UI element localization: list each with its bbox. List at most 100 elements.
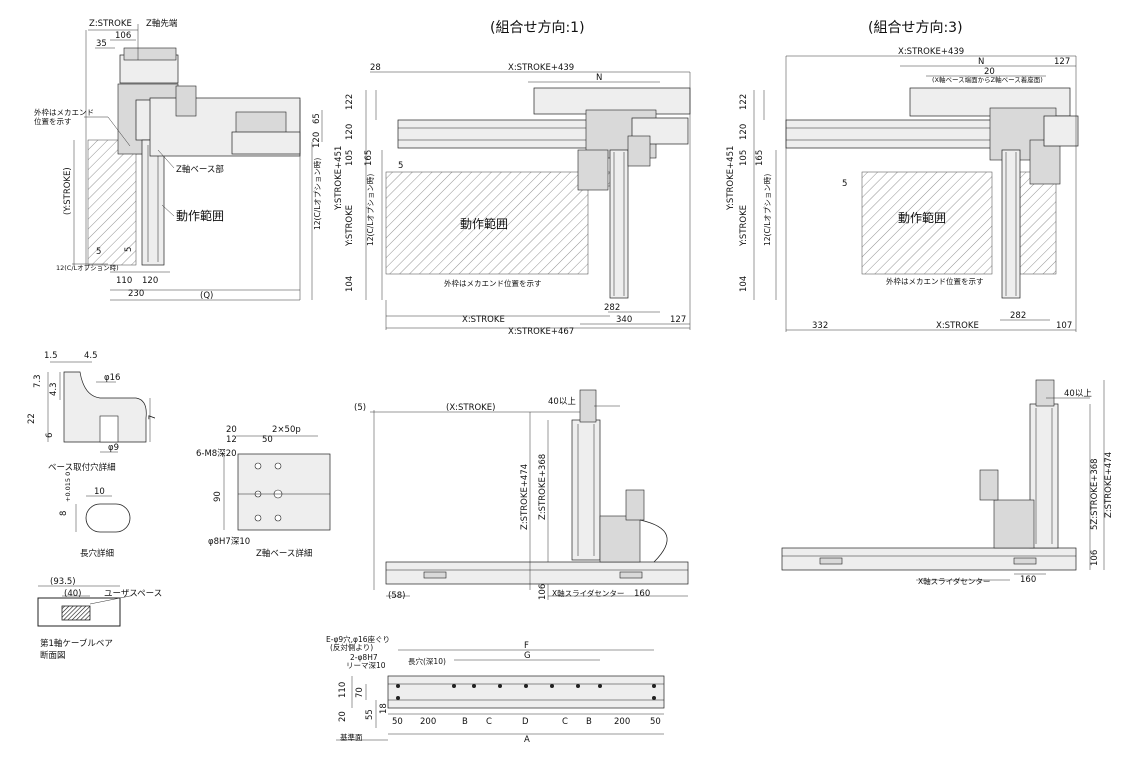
top3-c-option: 12(C/Lオプション時): [763, 174, 772, 246]
hole-d73: 7.3: [33, 374, 43, 388]
bottom-pins-2: リーマ深10: [346, 661, 386, 670]
top3-motion-range: 動作範囲: [898, 210, 946, 225]
header-combo3: (組合せ方向:3): [868, 20, 963, 36]
top1-d28: 28: [370, 63, 381, 73]
base-hole-detail: [47, 361, 151, 453]
front-view-1: [370, 389, 689, 600]
zbase-d50: 50: [262, 435, 273, 445]
front1-d5: (5): [354, 403, 366, 413]
top1-d122: 122: [345, 94, 355, 110]
cable-d40: (40): [64, 589, 81, 599]
hole-d6: 6: [45, 433, 55, 438]
slot-d10: 10: [94, 487, 105, 497]
top1-y451: Y:STROKE+451: [334, 146, 344, 211]
slot-tol: +0.015 0: [64, 472, 72, 502]
top1-d165: 165: [364, 150, 374, 166]
cable-d935: (93.5): [50, 577, 76, 587]
front3-slider-center: X軸スライダセンター: [918, 576, 990, 586]
front1-slider-center: X軸スライダセンター: [552, 588, 624, 598]
front1-d58: (58): [388, 591, 405, 601]
bottom-row-6: B: [586, 717, 592, 727]
top1-n: N: [596, 73, 602, 83]
top3-x-stroke: X:STROKE: [936, 321, 979, 331]
top3-d332: 332: [812, 321, 828, 331]
top3-d122: 122: [739, 94, 749, 110]
top3-d120: 120: [739, 124, 749, 140]
hole-phi9: φ9: [108, 443, 119, 453]
side-d120r: 120: [312, 132, 322, 148]
side-d230: 230: [128, 289, 144, 299]
front1-d106: 106: [538, 584, 548, 600]
top1-y-stroke: Y:STROKE: [345, 205, 355, 247]
top1-d120: 120: [345, 124, 355, 140]
cable-user-space: ユーザスペース: [104, 589, 162, 599]
top3-d282: 282: [1010, 311, 1026, 321]
zbase-detail: [223, 435, 331, 531]
side-z-tip: Z軸先端: [146, 18, 178, 29]
top3-d107: 107: [1056, 321, 1072, 331]
front3-z368: 5Z:STROKE+368: [1090, 458, 1100, 530]
top1-d127: 127: [670, 315, 686, 325]
bottom-row-7: 200: [614, 717, 630, 727]
zbase-d90: 90: [213, 491, 223, 502]
top1-x439: X:STROKE+439: [508, 63, 574, 73]
side-note-end-2: 位置を示す: [34, 116, 72, 126]
side-view: [72, 24, 323, 301]
slot-d8: 8: [59, 511, 69, 516]
top3-y451: Y:STROKE+451: [726, 146, 736, 211]
top3-x439: X:STROKE+439: [898, 47, 964, 57]
zbase-caption: Z軸ベース詳細: [256, 548, 312, 559]
hole-d15: 1.5: [44, 351, 58, 361]
bottom-e-holes-2: (反対側より): [330, 642, 373, 652]
hole-d22: 22: [27, 413, 37, 424]
top3-y-stroke: Y:STROKE: [739, 205, 749, 247]
bottom-row-4: D: [522, 717, 529, 727]
side-d35: 35: [96, 39, 107, 49]
bottom-e-holes: E-φ9穴,φ16座ぐり: [326, 634, 390, 644]
bottom-f: F: [524, 641, 529, 651]
bottom-a: A: [524, 735, 530, 745]
top3-note-end: 外枠はメカエンド位置を示す: [886, 276, 984, 286]
top3-d165: 165: [755, 150, 765, 166]
header-combo1: (組合せ方向:1): [490, 20, 585, 36]
top1-x467: X:STROKE+467: [508, 327, 574, 337]
top-view-3: [753, 55, 1079, 332]
bottom-d110: 110: [338, 682, 348, 698]
top3-d20: 20: [984, 67, 995, 77]
top3-d5: 5: [842, 179, 847, 189]
hole-d7: 7: [148, 415, 158, 420]
front-view-3: [781, 379, 1105, 581]
top1-x-stroke: X:STROKE: [462, 315, 505, 325]
front1-d160: 160: [634, 589, 650, 599]
bottom-g: G: [524, 651, 531, 661]
top3-note-base: (X軸ベース端面からZ軸ベース着座面): [932, 75, 1043, 84]
bottom-row-2: B: [462, 717, 468, 727]
hole-d45: 4.5: [84, 351, 98, 361]
cable-caption-2: 断面図: [40, 650, 66, 661]
front1-x-stroke: (X:STROKE): [446, 403, 495, 413]
top-view-1: [365, 71, 691, 330]
front1-z368: Z:STROKE+368: [538, 454, 548, 520]
cable-section: [37, 585, 131, 627]
top1-d282: 282: [604, 303, 620, 313]
bottom-d55: 55: [365, 709, 375, 720]
side-y-stroke: (Y:STROKE): [63, 167, 73, 215]
zbase-m8: 6-M8深20: [196, 449, 237, 459]
front1-d40: 40以上: [548, 397, 576, 407]
side-d5b: 5: [124, 247, 134, 252]
bottom-d20: 20: [338, 711, 348, 722]
bottom-datum: 基準面: [340, 732, 363, 742]
bottom-row-5: C: [562, 717, 568, 727]
bottom-row-1: 200: [420, 717, 436, 727]
bottom-d70: 70: [355, 687, 365, 698]
bottom-slot: 長穴(深10): [408, 656, 446, 666]
slot-caption: 長穴詳細: [80, 548, 114, 559]
side-q: (Q): [200, 291, 213, 301]
zbase-d20: 20: [226, 425, 237, 435]
side-note-end-1: 外枠はメカエンド: [34, 107, 94, 117]
front3-z474: Z:STROKE+474: [1104, 452, 1114, 518]
bottom-pins: 2-φ8H7: [350, 653, 378, 662]
bottom-d18: 18: [379, 703, 389, 714]
front3-d106: 106: [1090, 550, 1100, 566]
hole-d43: 4.3: [49, 382, 59, 396]
